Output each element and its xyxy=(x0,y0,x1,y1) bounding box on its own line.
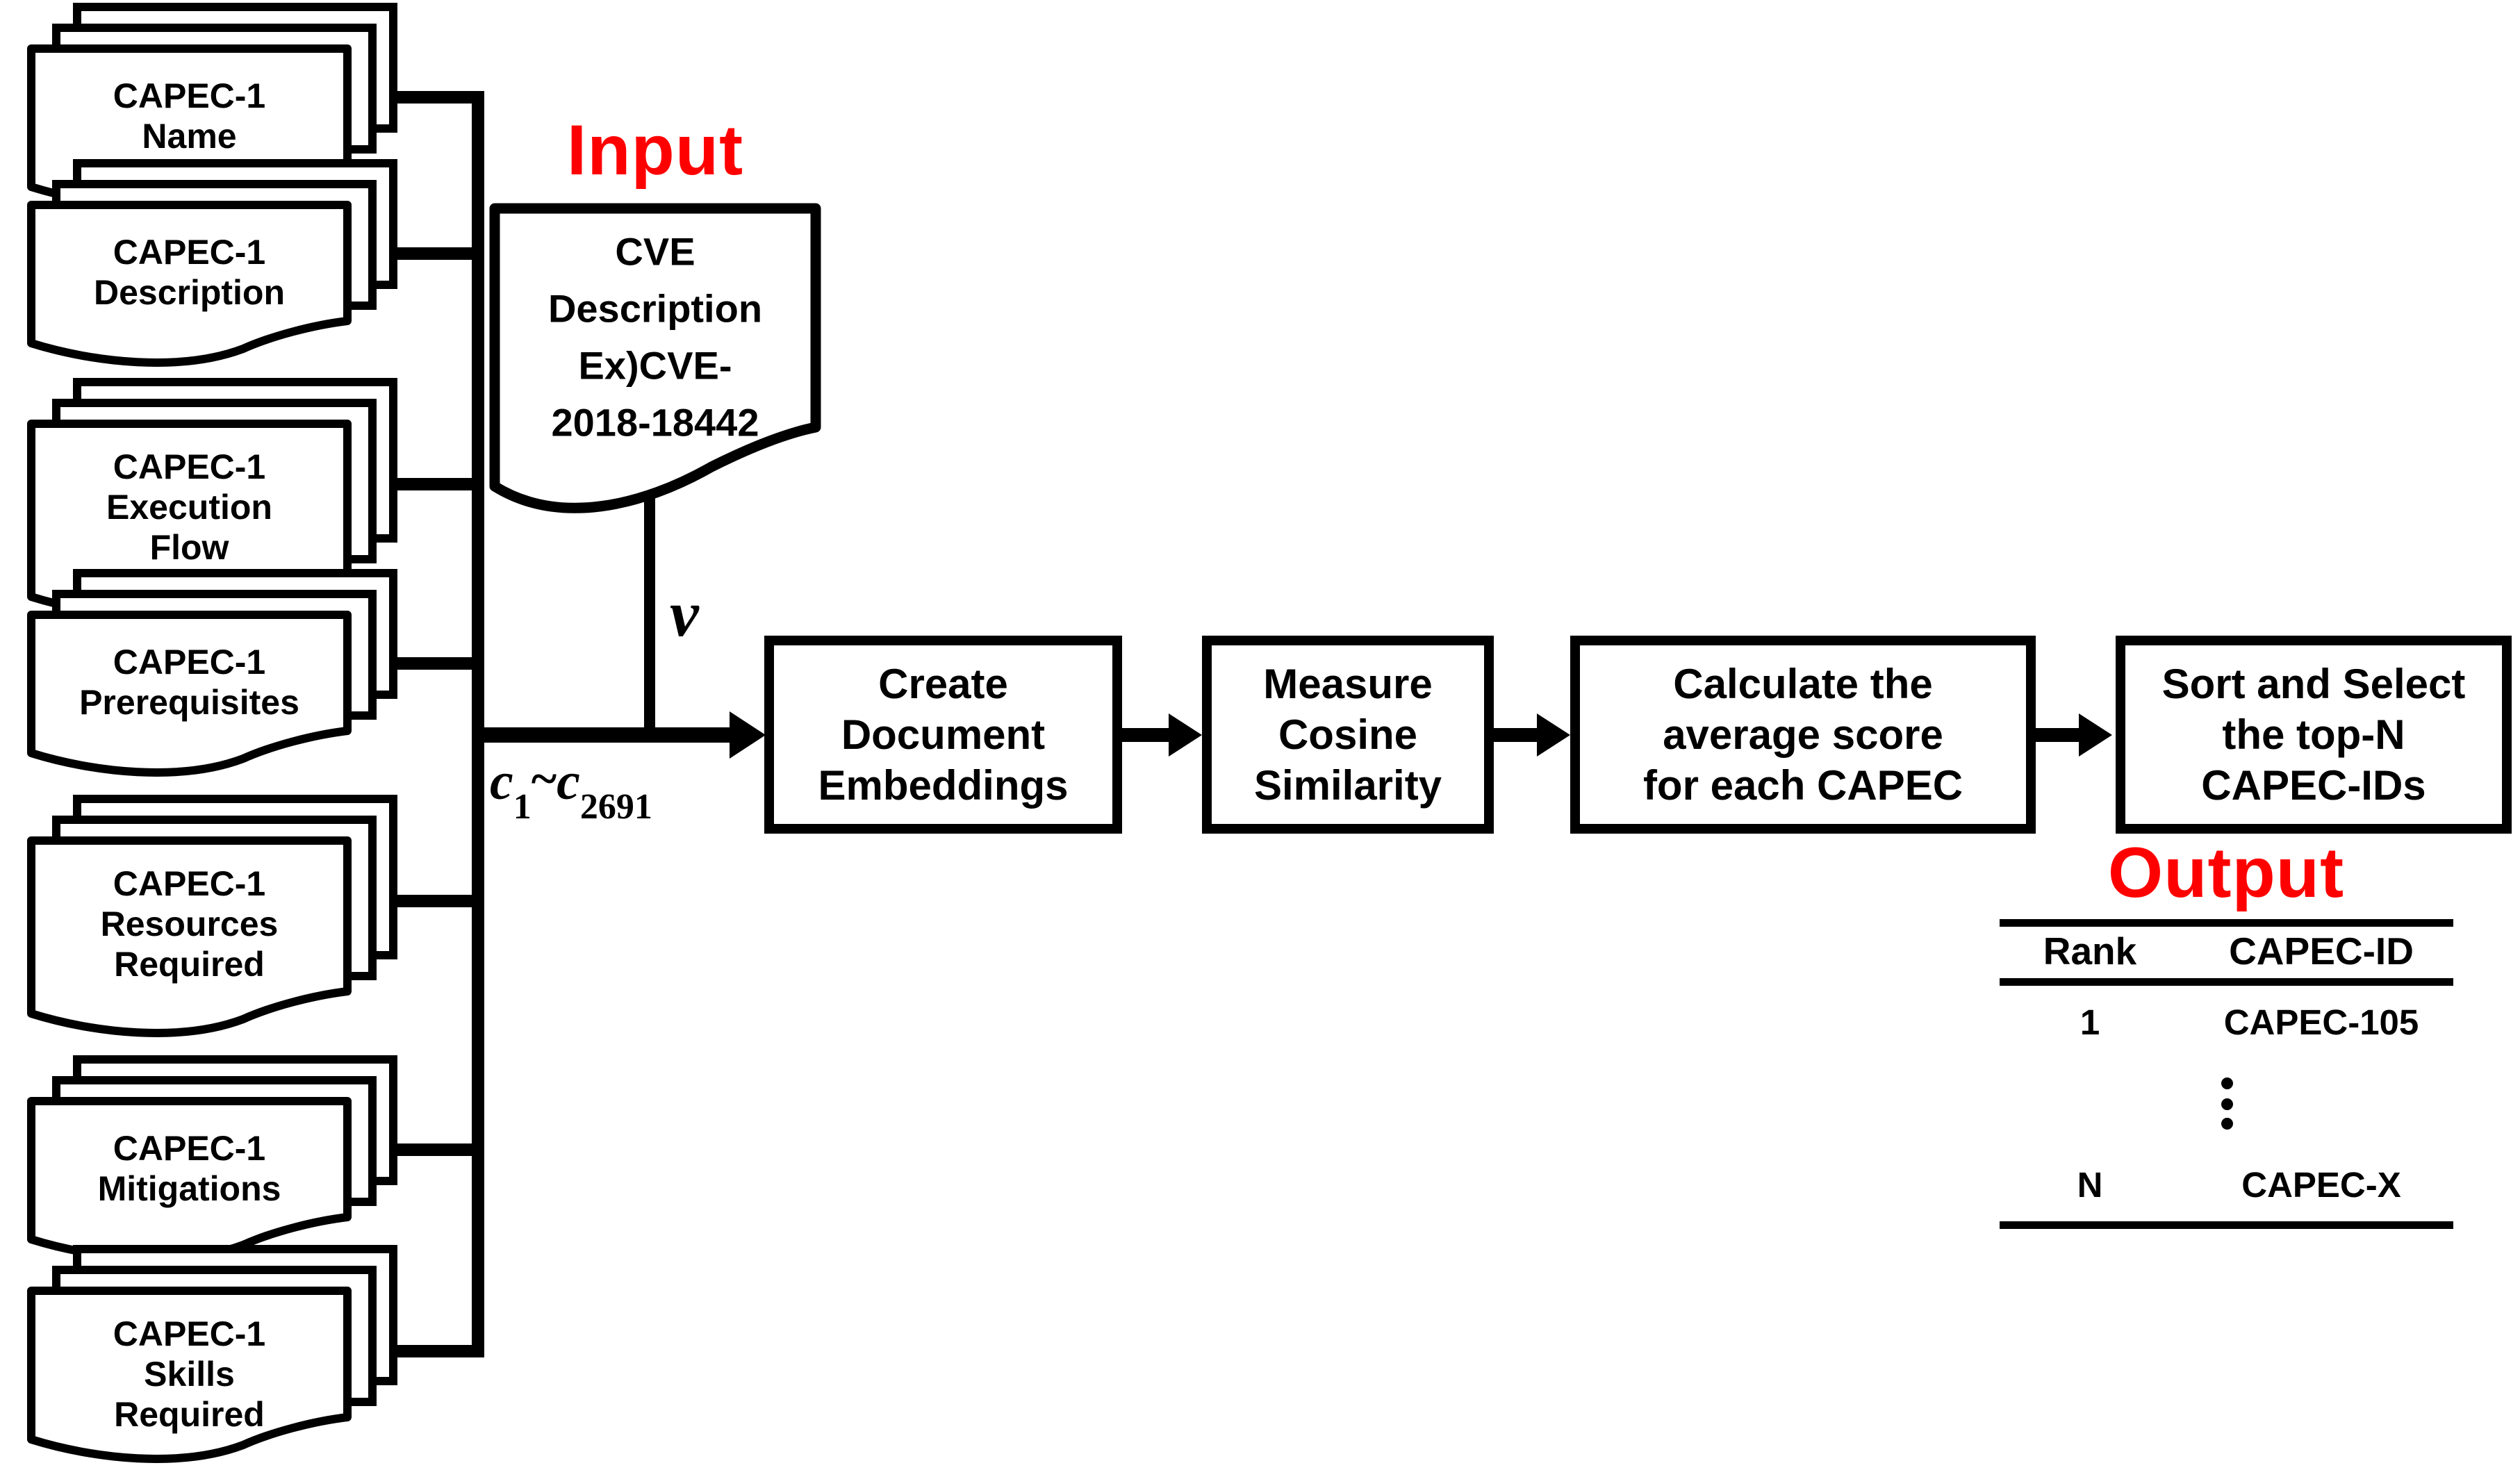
c-sub-start: 1 xyxy=(513,787,532,827)
c-range-label: c1~c2691 xyxy=(490,752,652,825)
stack-label-line: Required xyxy=(114,1395,265,1434)
stack-front-document xyxy=(27,201,352,367)
box-line: Cosine xyxy=(1278,711,1418,758)
stack-label-line: CAPEC-1 xyxy=(113,864,265,903)
box-line: Create xyxy=(878,661,1008,707)
connector-branch-line xyxy=(375,478,484,490)
box-line: Embeddings xyxy=(818,762,1069,809)
table-header-rank: Rank xyxy=(2043,930,2137,973)
box-line: Measure xyxy=(1263,661,1433,707)
stack-label-line: Mitigations xyxy=(98,1169,281,1208)
output-section-label: Output xyxy=(2107,833,2345,912)
stack-label-line: Resources xyxy=(101,905,279,943)
cve-document-outline xyxy=(489,203,821,513)
table-rule-bottom xyxy=(2000,1221,2453,1229)
ellipsis-dot xyxy=(2221,1098,2233,1110)
cve-doc-line: Description xyxy=(548,287,762,331)
stack-label-line: CAPEC-1 xyxy=(113,1314,265,1353)
table-rule-top xyxy=(2000,919,2453,927)
connector-branch-line xyxy=(375,657,484,670)
table-header-capec-id: CAPEC-ID xyxy=(2229,930,2414,973)
c-sub-end: 2691 xyxy=(579,787,652,827)
c-base-2: c xyxy=(557,752,580,811)
table-rowN-capec-id: CAPEC-X xyxy=(2241,1164,2401,1205)
main-arrow-shaft xyxy=(472,727,734,743)
connector-branch-line xyxy=(375,247,484,260)
box-line: Calculate the xyxy=(1673,661,1933,707)
c-base-1: c xyxy=(490,752,513,811)
arrow1-head-icon xyxy=(1169,713,1202,757)
stack-label-line: Execution xyxy=(106,488,272,527)
box-line: average score xyxy=(1663,711,1943,758)
stack-label-line: CAPEC-1 xyxy=(113,233,265,272)
process-box-average-score: Calculate the average score for each CAP… xyxy=(1570,636,2036,834)
stack-label-line: CAPEC-1 xyxy=(113,447,265,486)
process-box-sort-select: Sort and Select the top-N CAPEC-IDs xyxy=(2116,636,2512,834)
table-row1-capec-id: CAPEC-105 xyxy=(2223,1002,2419,1042)
stack-front-document xyxy=(27,836,352,1037)
arrow2-shaft xyxy=(1491,728,1541,742)
cve-doc-line: Ex)CVE- xyxy=(579,344,732,388)
stack-label-line: CAPEC-1 xyxy=(113,76,265,115)
cve-doc-line: 2018-18442 xyxy=(552,401,759,445)
table-rowN-rank: N xyxy=(2077,1164,2103,1205)
table-row1-rank: 1 xyxy=(2080,1002,2100,1042)
stack-label-line: Name xyxy=(142,117,236,156)
tilde: ~ xyxy=(531,752,557,806)
table-rule-header xyxy=(2000,978,2453,986)
vector-v-label: v xyxy=(670,578,699,650)
arrow2-head-icon xyxy=(1537,713,1570,757)
connector-branch-line xyxy=(375,1143,484,1156)
ellipsis-dot xyxy=(2221,1118,2233,1130)
stack-front-document xyxy=(27,1287,352,1463)
arrow3-shaft xyxy=(2033,728,2083,742)
ellipsis-dot xyxy=(2221,1077,2233,1089)
box-line: Document xyxy=(841,711,1046,758)
input-section-label: Input xyxy=(566,110,744,190)
cve-vector-connector-line xyxy=(644,479,655,729)
stack-label-line: Description xyxy=(94,273,285,312)
cve-doc-line: CVE xyxy=(615,230,695,274)
connector-trunk-line xyxy=(472,91,484,1357)
box-line: Sort and Select xyxy=(2161,661,2466,707)
box-line: for each CAPEC xyxy=(1642,762,1963,809)
stack-label-line: Required xyxy=(114,945,265,984)
box-line: CAPEC-IDs xyxy=(2201,762,2426,809)
connector-branch-line xyxy=(375,895,484,907)
box-line: the top-N xyxy=(2222,711,2405,758)
main-arrow-head-icon xyxy=(730,711,766,759)
connector-branch-line xyxy=(375,1345,484,1357)
stack-label-line: CAPEC-1 xyxy=(113,1129,265,1168)
stack-label-line: Prerequisites xyxy=(79,683,299,722)
stack-label-line: CAPEC-1 xyxy=(113,643,265,682)
arrow3-head-icon xyxy=(2079,713,2112,757)
arrow1-shaft xyxy=(1119,728,1173,742)
process-box-create-embeddings: Create Document Embeddings xyxy=(764,636,1122,834)
stack-label-line: Skills xyxy=(144,1355,235,1394)
process-box-cosine-similarity: Measure Cosine Similarity xyxy=(1202,636,1494,834)
connector-branch-line xyxy=(375,91,484,104)
stack-label-line: Flow xyxy=(150,528,229,567)
cve-document-shape: CVE Description Ex)CVE- 2018-18442 xyxy=(489,203,821,513)
box-line: Similarity xyxy=(1253,762,1442,809)
stack-front-document xyxy=(27,611,352,777)
